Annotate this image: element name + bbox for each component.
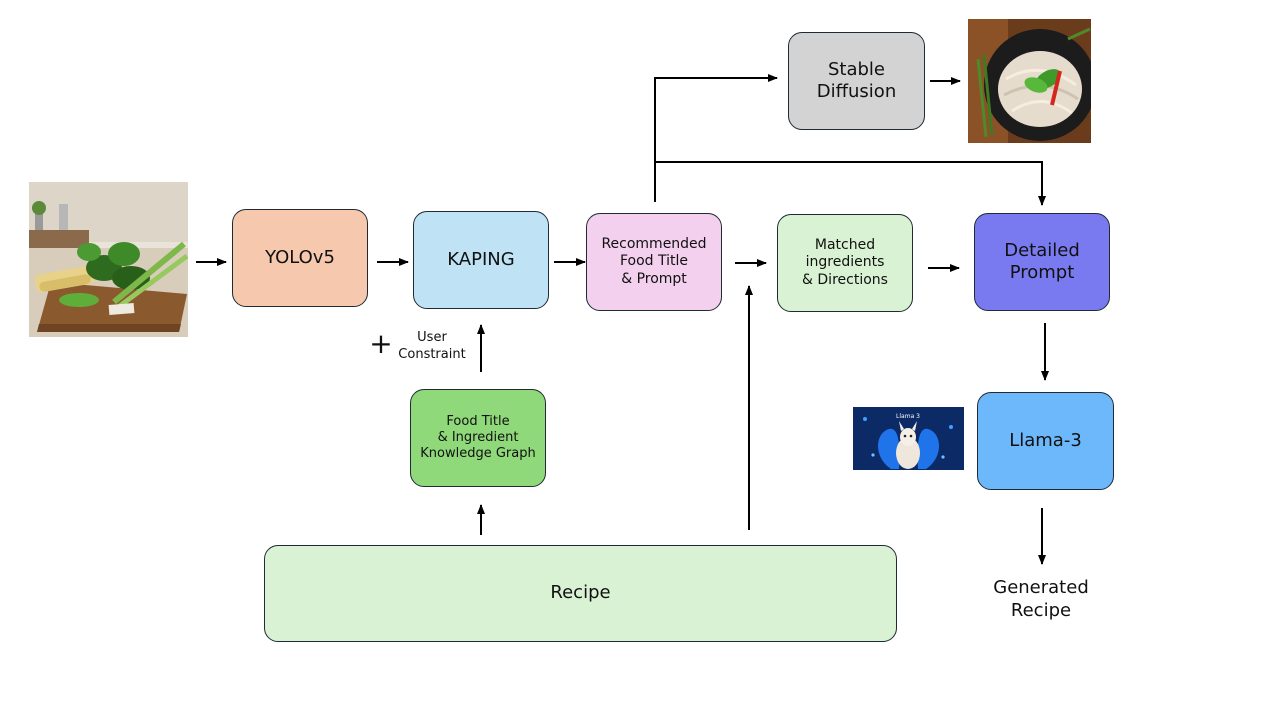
detailed-prompt-node: Detailed Prompt [974,213,1110,311]
matched-ingredients-node: Matched ingredients & Directions [777,214,913,312]
knowledge-graph-node: Food Title & Ingredient Knowledge Graph [410,389,546,487]
llama-logo-text: Llama 3 [896,413,920,420]
stable-diffusion-node: Stable Diffusion [788,32,925,130]
recommended-food-title-node: Recommended Food Title & Prompt [586,213,722,311]
plus-symbol: + [369,327,393,360]
kaping-node: KAPING [413,211,549,309]
llama-3-node: Llama-3 [977,392,1114,490]
recipe-node: Recipe [264,545,897,642]
arrow-recommended-to-stable [654,74,778,202]
generated-recipe-label: Generated Recipe [993,577,1089,622]
yolo-node: YOLOv5 [232,209,368,307]
llama-logo-image: Llama 3 [853,407,964,470]
generated-food-image [968,19,1091,143]
user-constraint-label: User Constraint [398,330,466,362]
input-food-image [29,182,188,337]
arrow-branch-to-detailed [655,161,1046,206]
